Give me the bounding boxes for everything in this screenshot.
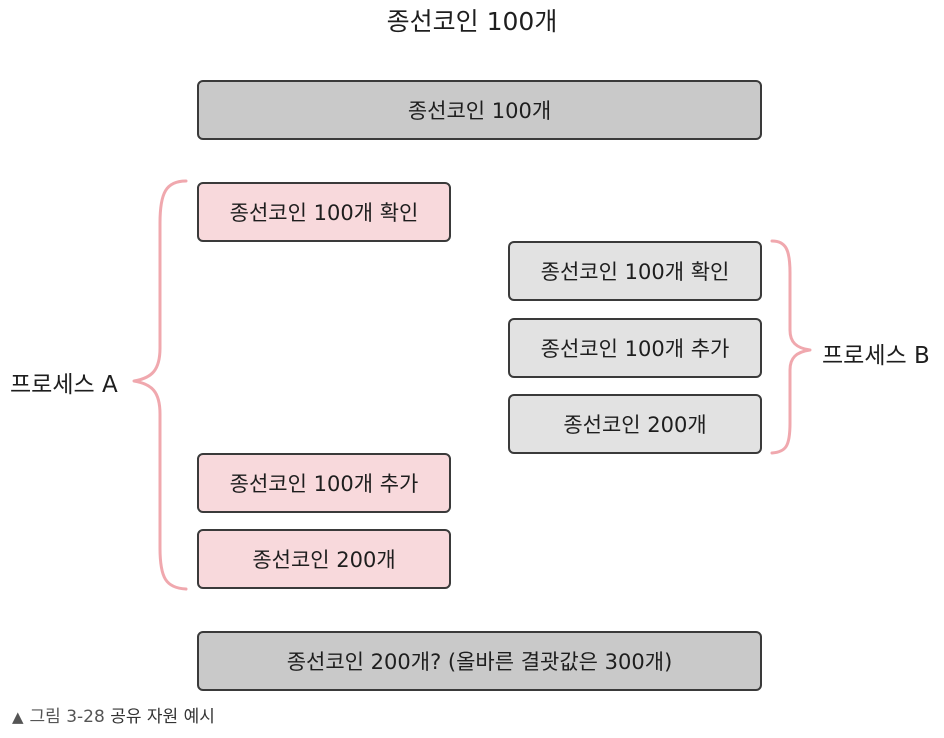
process-a-step-result: 종선코인 200개	[197, 529, 451, 589]
caption-text: 공유 자원 예시	[110, 707, 215, 727]
triangle-marker-icon: ▲	[12, 708, 24, 726]
shared-resource-box: 종선코인 100개	[197, 80, 762, 140]
process-a-brace	[132, 179, 188, 591]
process-b-step-check: 종선코인 100개 확인	[508, 241, 762, 301]
figure-caption: ▲ 그림 3-28 공유 자원 예시	[12, 702, 215, 727]
process-b-step-add: 종선코인 100개 추가	[508, 318, 762, 378]
process-b-step-result: 종선코인 200개	[508, 394, 762, 454]
process-b-label: 프로세스 B	[822, 343, 930, 369]
result-box: 종선코인 200개? (올바른 결괏값은 300개)	[197, 631, 762, 691]
process-a-step-check: 종선코인 100개 확인	[197, 182, 451, 242]
figure-number: 그림 3-28	[29, 707, 105, 727]
process-a-label: 프로세스 A	[10, 372, 118, 398]
process-a-step-add: 종선코인 100개 추가	[197, 453, 451, 513]
process-b-brace	[770, 239, 812, 455]
diagram-title: 종선코인 100개	[386, 7, 558, 36]
